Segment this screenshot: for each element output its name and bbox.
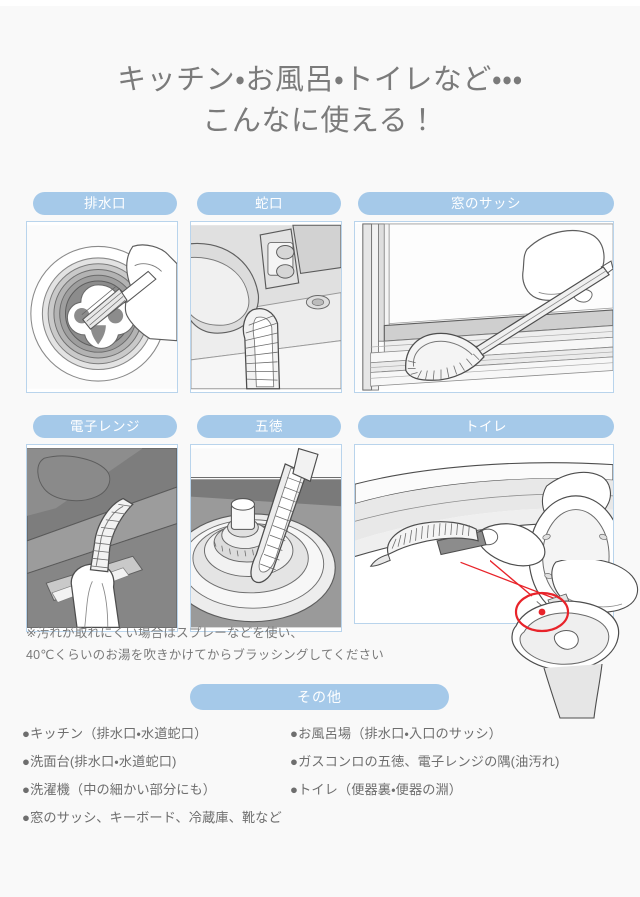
panel-label-toilet: トイレ (358, 415, 614, 438)
panel-label-drain: 排水口 (33, 192, 177, 215)
other-item-toilet: ●トイレ（便器裏・便器の淵） (290, 781, 463, 797)
list-item: ●窓のサッシ、キーボード、冷蔵庫、靴など (22, 802, 622, 830)
other-item-bathroom: ●お風呂場（排水口・入口のサッシ） (290, 725, 502, 741)
panel-label-microwave: 電子レンジ (33, 415, 177, 438)
panel-window-sash: 窓のサッシ (354, 192, 614, 393)
top-white-strip (0, 0, 640, 6)
microwave-illustration (26, 444, 178, 632)
panel-faucet: 蛇口 (190, 192, 342, 393)
panel-microwave: 電子レンジ (26, 415, 178, 632)
title-line-2: こんなに使える！ (202, 105, 438, 137)
panel-drain: 排水口 (26, 192, 178, 393)
panel-label-stove-grate: 五徳 (197, 415, 341, 438)
usage-note: ※汚れが取れにくい場合はスプレーなどを使い、 40℃くらいのお湯を吹きかけてから… (26, 622, 456, 666)
stove-grate-illustration (190, 444, 342, 632)
title-line-1: キッチン・お風呂・トイレなど・・・ (117, 64, 523, 96)
other-item-gas-stove: ●ガスコンロの五徳、電子レンジの隅(油汚れ) (290, 753, 560, 769)
panel-stove-grate: 五徳 (190, 415, 342, 632)
panel-row-2: 電子レンジ (26, 415, 614, 632)
note-line-2: 40℃くらいのお湯を吹きかけてからブラッシングしてください (26, 648, 384, 662)
other-item-washbasin: ●洗面台(排水口・水道蛇口) (22, 753, 177, 769)
list-item: ●キッチン（排水口・水道蛇口） ●お風呂場（排水口・入口のサッシ） (22, 718, 622, 746)
panel-label-window-sash: 窓のサッシ (358, 192, 614, 215)
other-item-misc: ●窓のサッシ、キーボード、冷蔵庫、靴など (22, 809, 282, 825)
panel-toilet: トイレ (354, 415, 614, 632)
usage-panel-grid: 排水口 (26, 192, 614, 632)
faucet-illustration (190, 221, 342, 393)
panel-label-faucet: 蛇口 (197, 192, 341, 215)
panel-row-1: 排水口 (26, 192, 614, 393)
other-section-heading: その他 (190, 684, 449, 710)
toilet-illustration (354, 444, 614, 624)
page-title: キッチン・お風呂・トイレなど・・・ こんなに使える！ (0, 60, 640, 142)
list-item: ●洗面台(排水口・水道蛇口) ●ガスコンロの五徳、電子レンジの隅(油汚れ) (22, 746, 622, 774)
other-usage-list: ●キッチン（排水口・水道蛇口） ●お風呂場（排水口・入口のサッシ） ●洗面台(排… (22, 718, 622, 830)
other-item-kitchen: ●キッチン（排水口・水道蛇口） (22, 725, 208, 741)
drain-illustration (26, 221, 178, 393)
note-line-1: ※汚れが取れにくい場合はスプレーなどを使い、 (26, 626, 304, 640)
window-sash-illustration (354, 221, 614, 393)
other-item-washing-machine: ●洗濯機（中の細かい部分にも） (22, 781, 217, 797)
list-item: ●洗濯機（中の細かい部分にも） ●トイレ（便器裏・便器の淵） (22, 774, 622, 802)
